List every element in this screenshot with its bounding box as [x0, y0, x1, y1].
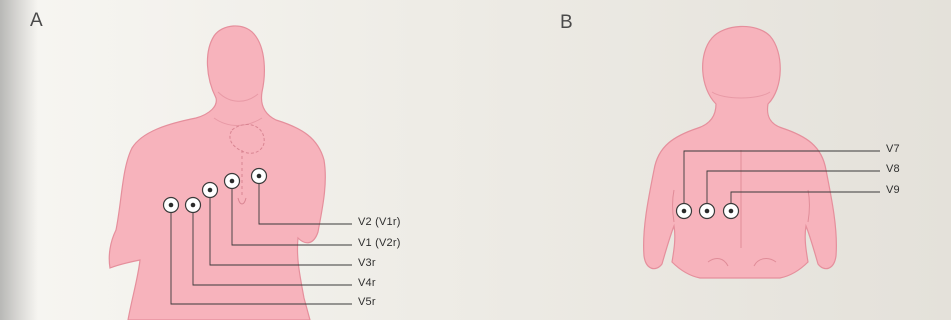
lead-label-v3r: V3r [358, 257, 376, 269]
electrode-v7 [677, 204, 692, 219]
lead-label-v7: V7 [886, 143, 900, 155]
electrode-v3r [203, 183, 218, 198]
electrode-v4r [186, 198, 201, 213]
lead-label-v5r: V5r [358, 296, 376, 308]
panel-letter-a: A [30, 10, 43, 32]
electrode-v8 [700, 204, 715, 219]
back-electrodes [677, 204, 739, 219]
lead-label-v4r: V4r [358, 277, 376, 289]
lead-label-v2-v1r: V2 (V1r) [358, 216, 401, 228]
electrode-v1-v2r [225, 174, 240, 189]
front-torso-body [109, 26, 325, 320]
electrode-v2-v1r [252, 169, 267, 184]
front-torso [109, 26, 325, 320]
electrode-v9 [724, 204, 739, 219]
back-torso [644, 26, 837, 278]
panel-letter-b: B [560, 12, 573, 34]
lead-label-v8: V8 [886, 163, 900, 175]
electrode-v5r [164, 198, 179, 213]
back-torso-body [644, 26, 837, 278]
lead-label-v1-v2r: V1 (V2r) [358, 237, 401, 249]
lead-label-v9: V9 [886, 184, 900, 196]
